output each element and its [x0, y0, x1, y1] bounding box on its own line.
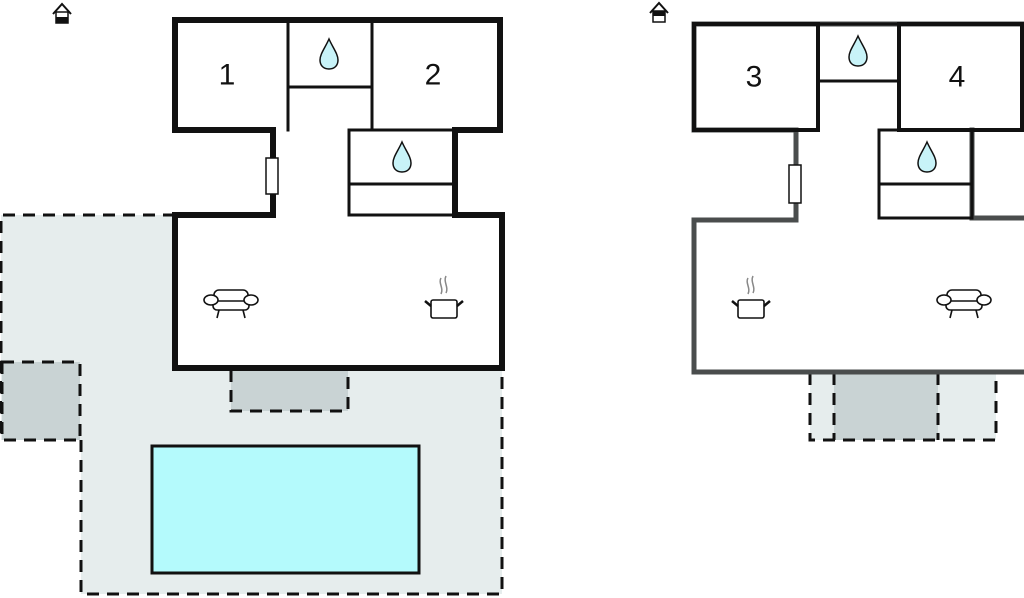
water-drop-icon	[848, 35, 868, 67]
terrace-outline	[808, 373, 998, 442]
room-label-3: 3	[746, 61, 763, 94]
bedroom-3-walls	[692, 22, 820, 132]
interior-walls	[816, 22, 974, 220]
covered-terrace	[834, 373, 938, 440]
sofa-icon	[936, 289, 992, 319]
covered-terrace-center-outline	[229, 370, 350, 413]
water-drop-icon	[392, 141, 412, 173]
room-label-2: 2	[425, 59, 442, 92]
room-label-1: 1	[219, 59, 236, 92]
floor-plan-right: 3 4	[649, 1, 1024, 442]
covered-terrace-center	[231, 370, 348, 411]
house-entrance-icon	[649, 1, 669, 23]
swimming-pool	[150, 444, 421, 575]
water-drop-icon	[917, 141, 937, 173]
window-marker	[265, 157, 279, 195]
sofa-icon	[203, 289, 259, 319]
covered-terrace-outline	[832, 373, 940, 440]
house-entrance-icon	[52, 2, 72, 24]
covered-terrace-left	[2, 362, 80, 440]
exterior-wall	[172, 17, 505, 371]
window-marker	[788, 164, 802, 204]
floor-plan-left: 1 2	[0, 2, 505, 596]
cooking-pot-icon	[424, 275, 464, 319]
cooking-pot-icon	[731, 275, 771, 319]
bedroom-4-walls	[897, 22, 1024, 132]
room-label-4: 4	[949, 61, 966, 94]
water-drop-icon	[319, 38, 339, 70]
interior-walls	[286, 18, 457, 217]
